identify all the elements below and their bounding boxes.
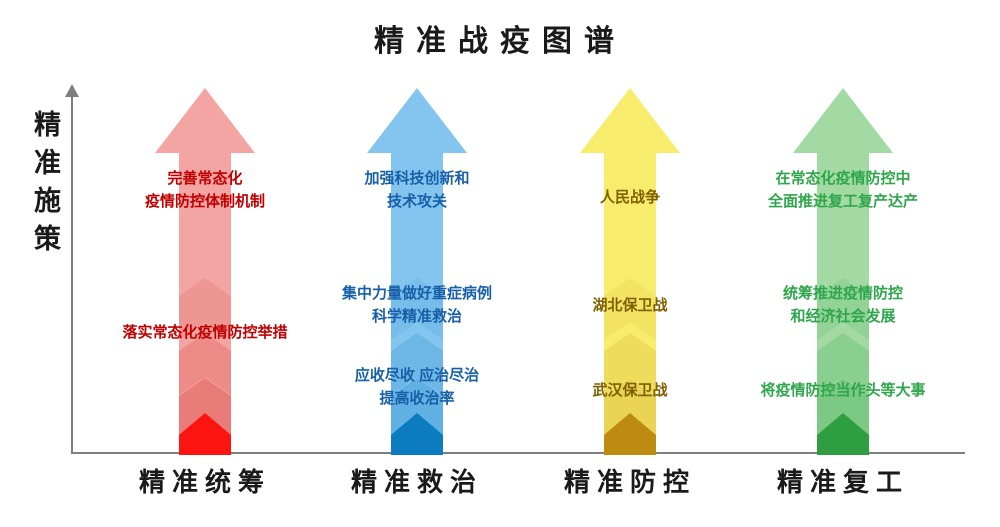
arrow-chevron [391, 333, 443, 395]
y-axis-label: 精准施策 [30, 110, 60, 262]
up-arrow-blue-graphic [367, 88, 467, 455]
column-treatment: 加强科技创新和 技术攻关 集中力量做好重症病例 科学精准救治 应收尽收 应治尽治… [302, 88, 532, 455]
arrow-note: 湖北保卫战 [592, 297, 668, 314]
y-axis-line [71, 96, 73, 454]
x-axis-label-prevention: 精准防控 [563, 467, 696, 497]
arrow-chevron [604, 278, 656, 340]
arrow-chevron [179, 278, 231, 340]
arrow-body [580, 88, 680, 455]
arrow-chevron [604, 333, 656, 395]
y-axis-arrowhead-icon [65, 84, 79, 97]
arrow-base-chevron [604, 413, 656, 455]
arrow-note: 人民战争 [599, 189, 660, 206]
arrow-note: 将疫情防控当作头等大事 [760, 382, 926, 399]
arrow-body [367, 88, 467, 455]
arrow-note: 武汉保卫战 [592, 382, 668, 399]
arrow-base-chevron [391, 413, 443, 455]
up-arrow-red-graphic [155, 88, 255, 455]
arrow-body [793, 88, 893, 455]
arrow-chevron [179, 333, 231, 395]
arrow-chevron [817, 278, 869, 340]
column-coordination: 完善常态化 疫情防控体制机制 落实常态化疫情防控举措 [90, 88, 320, 455]
x-axis-label-coordination: 精准统筹 [138, 467, 271, 497]
x-axis-line [71, 452, 965, 454]
arrow-note: 集中力量做好重症病例 科学精准救治 [341, 285, 492, 325]
arrow-base-chevron [179, 413, 231, 455]
arrow-chevron [817, 333, 869, 395]
arrow-note: 落实常态化疫情防控举措 [122, 324, 288, 341]
x-axis-label-treatment: 精准救治 [350, 467, 483, 497]
arrow-note: 在常态化疫情防控中 全面推进复工复产达产 [767, 170, 918, 210]
arrow-note: 加强科技创新和 技术攻关 [364, 170, 470, 210]
column-work-resumption: 在常态化疫情防控中 全面推进复工复产达产 统筹推进疫情防控 和经济社会发展 将疫… [728, 88, 958, 455]
diagram-title: 精准战疫图谱 [374, 25, 626, 58]
up-arrow-green-graphic [793, 88, 893, 455]
arrow-note: 完善常态化 疫情防控体制机制 [144, 170, 265, 210]
arrow-base-chevron [817, 413, 869, 455]
arrow-note: 应收尽收 应治尽治 提高收治率 [354, 367, 480, 407]
arrow-body [155, 88, 255, 455]
up-arrow-yellow-graphic [580, 88, 680, 455]
column-prevention: 人民战争 湖北保卫战 武汉保卫战 [515, 88, 745, 455]
arrow-note: 统筹推进疫情防控 和经济社会发展 [782, 285, 903, 325]
arrow-chevron [391, 278, 443, 340]
x-axis-label-work-resumption: 精准复工 [776, 467, 909, 497]
